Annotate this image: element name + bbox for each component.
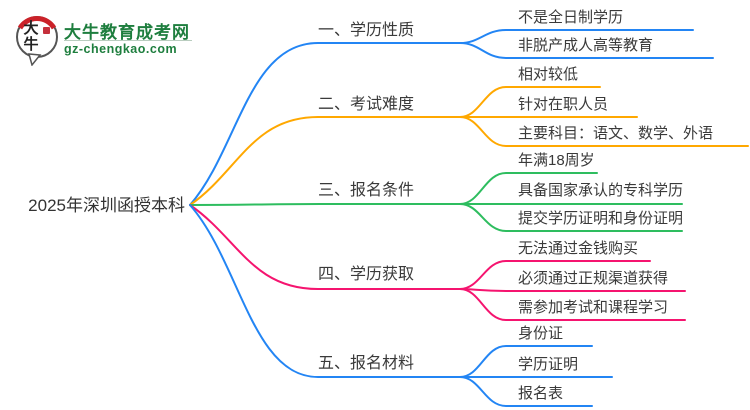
branch-3-child-1[interactable]: 年满18周岁 [518, 152, 595, 169]
logo-divider [64, 40, 192, 41]
branch-5-child-3[interactable]: 报名表 [518, 385, 564, 402]
branch-2-child-2[interactable]: 针对在职人员 [518, 96, 609, 113]
branch-1-child-2[interactable]: 非脱产成人高等教育 [518, 37, 654, 54]
branch-3-child-3[interactable]: 提交学历证明和身份证明 [518, 210, 684, 227]
branch-label-5[interactable]: 五、报名材料 [318, 355, 415, 372]
branch-label-3[interactable]: 三、报名条件 [318, 182, 415, 199]
branch-4-child-2[interactable]: 必须通过正规渠道获得 [518, 270, 669, 287]
branch-label-1[interactable]: 一、学历性质 [318, 22, 415, 39]
central-topic[interactable]: 2025年深圳函授本科 [28, 196, 185, 215]
branch-1-child-1[interactable]: 不是全日制学历 [518, 9, 624, 26]
logo-bubble-text: 大牛 [23, 20, 39, 53]
branch-4-child-3[interactable]: 需参加考试和课程学习 [518, 299, 669, 316]
branch-label-2[interactable]: 二、考试难度 [318, 96, 415, 113]
branch-5-child-2[interactable]: 学历证明 [518, 356, 579, 373]
branch-3-child-2[interactable]: 具备国家承认的专科学历 [518, 182, 684, 199]
branch-5-child-1[interactable]: 身份证 [518, 325, 564, 342]
branch-4-child-1[interactable]: 无法通过金钱购买 [518, 240, 639, 257]
branch-2-child-1[interactable]: 相对较低 [518, 66, 579, 83]
branch-1-lines [189, 29, 714, 206]
branch-2-child-3[interactable]: 主要科目：语文、数学、外语 [518, 125, 714, 142]
branch-label-4[interactable]: 四、学历获取 [318, 266, 415, 283]
site-logo: 大牛 大牛教育成考网 gz-chengkao.com [12, 12, 242, 66]
site-name: 大牛教育成考网 [64, 23, 190, 42]
logo-bubble-icon [16, 16, 58, 66]
site-url: gz-chengkao.com [64, 42, 178, 56]
